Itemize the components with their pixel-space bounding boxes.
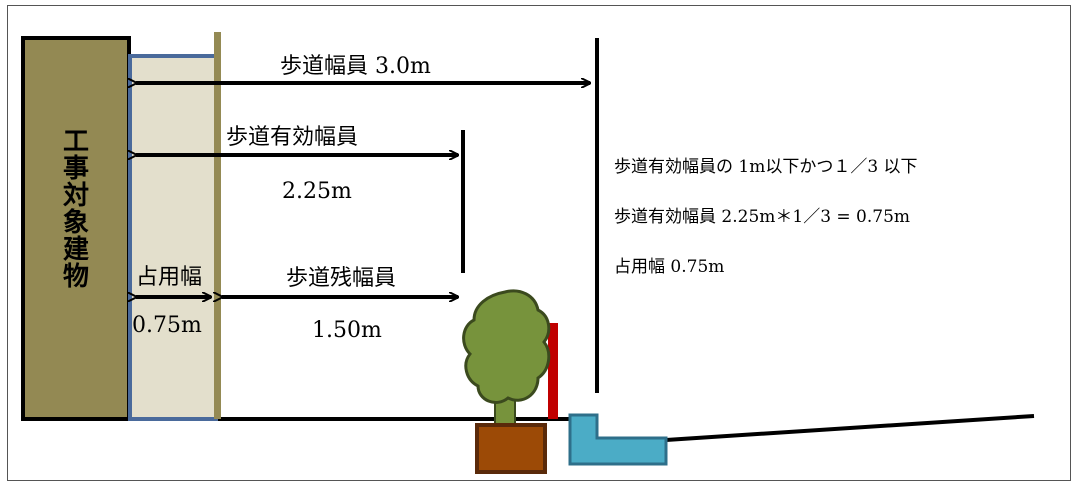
boundary-pole	[214, 32, 221, 419]
remaining-width-value: 1.50m	[312, 318, 382, 343]
building-label-char: 工	[63, 127, 89, 157]
diagram-frame	[7, 5, 1071, 481]
rule-note-2: 歩道有効幅員 2.25m＊1／3 = 0.75m	[614, 207, 910, 227]
rule-note-3: 占用幅 0.75m	[614, 257, 724, 277]
red-post	[548, 323, 558, 419]
building-label-char: 象	[63, 207, 89, 238]
construction-building	[21, 36, 131, 421]
occupied-width-value: 0.75m	[132, 313, 202, 338]
occupied-width-label: 占用幅	[136, 265, 202, 290]
road-line	[665, 414, 1035, 442]
sidewalk-width-label: 歩道幅員 3.0m	[280, 54, 431, 79]
building-label-char: 物	[63, 262, 89, 292]
effective-width-label: 歩道有効幅員	[226, 125, 358, 150]
drain-curb	[568, 413, 668, 466]
remaining-width-label: 歩道残幅員	[286, 266, 396, 291]
occupied-area	[128, 54, 218, 421]
tree-icon	[462, 289, 551, 426]
building-label-char: 事	[63, 154, 89, 184]
building-label-char: 建	[63, 235, 89, 265]
building-label-char: 対	[63, 181, 89, 211]
effective-width-value: 2.25m	[282, 179, 352, 204]
rule-note-1: 歩道有効幅員の 1m以下かつ１／3 以下	[614, 157, 918, 177]
planter-box	[475, 423, 547, 474]
